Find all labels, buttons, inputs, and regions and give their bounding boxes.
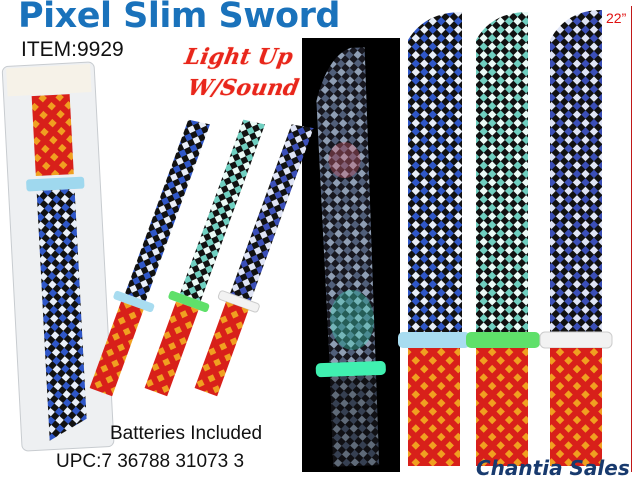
packaged-sword (1, 61, 115, 452)
small-sword-blue (89, 119, 211, 397)
small-sword-mixed (194, 124, 314, 397)
product-title: Pixel Slim Sword (18, 0, 340, 36)
large-sword-blue (398, 12, 470, 466)
small-sword-teal (144, 119, 266, 397)
glowing-sword (315, 47, 386, 467)
large-sword-teal (466, 12, 540, 466)
size-ruler-line (631, 6, 632, 472)
large-sword-mixed (539, 10, 613, 466)
item-number: ITEM:9929 (21, 38, 124, 61)
batteries-note: Batteries Included (110, 423, 263, 444)
size-label: 22” (606, 10, 627, 26)
brand-name: Chantia Sales (476, 456, 630, 480)
feature-light-up: Light Up (182, 44, 295, 70)
upc-code: UPC:7 36788 31073 3 (56, 451, 245, 472)
feature-sound: W/Sound (185, 75, 301, 101)
